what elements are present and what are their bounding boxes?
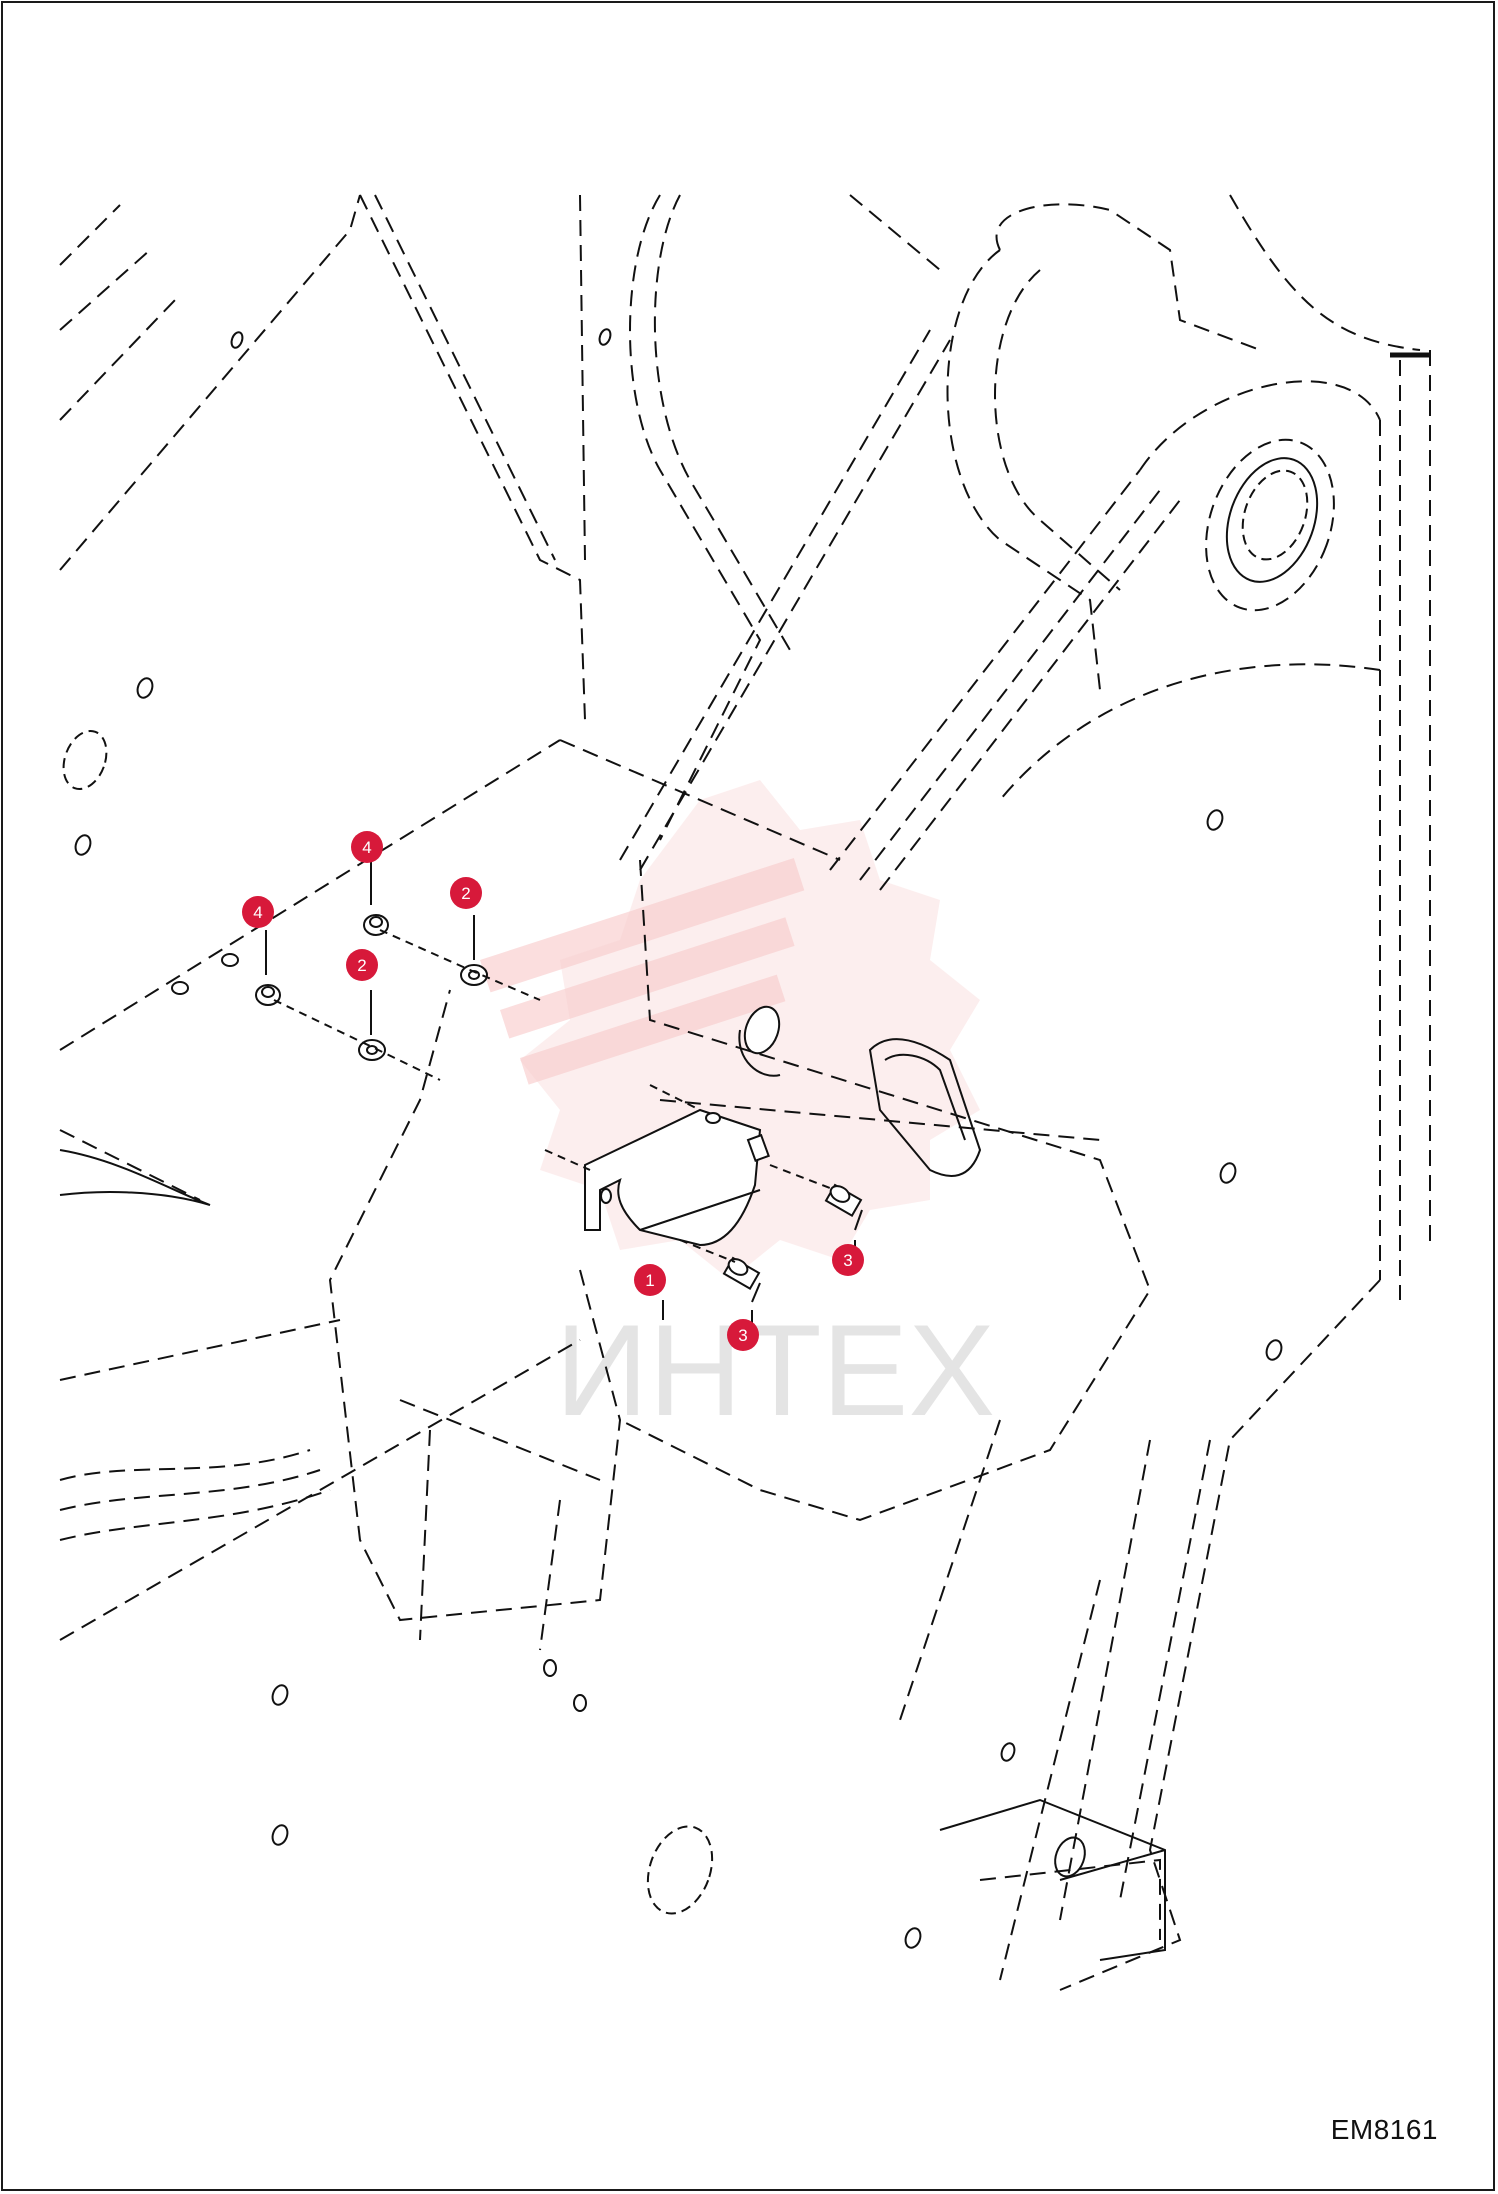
bolt-upper-right bbox=[824, 1183, 863, 1231]
drawing-reference-code: EM8161 bbox=[1330, 2114, 1438, 2145]
callout-3-right[interactable]: 3 bbox=[832, 1244, 864, 1276]
relay-bracket bbox=[584, 1005, 982, 1247]
pivot-boss bbox=[1205, 438, 1335, 612]
leader-lines bbox=[265, 860, 856, 1345]
callout-1[interactable]: 1 bbox=[634, 1264, 666, 1296]
svg-text:3: 3 bbox=[738, 1326, 747, 1345]
svg-text:2: 2 bbox=[357, 956, 366, 975]
watermark-text: ИНТЕХ bbox=[555, 1297, 995, 1443]
bolt-lower bbox=[722, 1256, 761, 1303]
mounting-holes bbox=[62, 328, 1283, 1949]
machine-frame-outline bbox=[59, 194, 1431, 1991]
solid-edges bbox=[59, 352, 1430, 1961]
washer-upper bbox=[460, 964, 488, 986]
svg-text:1: 1 bbox=[645, 1271, 654, 1290]
svg-text:4: 4 bbox=[362, 838, 371, 857]
svg-text:2: 2 bbox=[461, 884, 470, 903]
callout-2-lower[interactable]: 2 bbox=[346, 949, 378, 981]
callout-4-lower[interactable]: 4 bbox=[242, 896, 274, 928]
washer-lower bbox=[358, 1039, 386, 1061]
callouts: 4 4 2 2 1 3 3 bbox=[242, 831, 864, 1351]
callout-4-upper[interactable]: 4 bbox=[351, 831, 383, 863]
callout-2-upper[interactable]: 2 bbox=[450, 877, 482, 909]
callout-3-lower[interactable]: 3 bbox=[727, 1319, 759, 1351]
svg-text:4: 4 bbox=[253, 903, 262, 922]
svg-text:3: 3 bbox=[843, 1251, 852, 1270]
